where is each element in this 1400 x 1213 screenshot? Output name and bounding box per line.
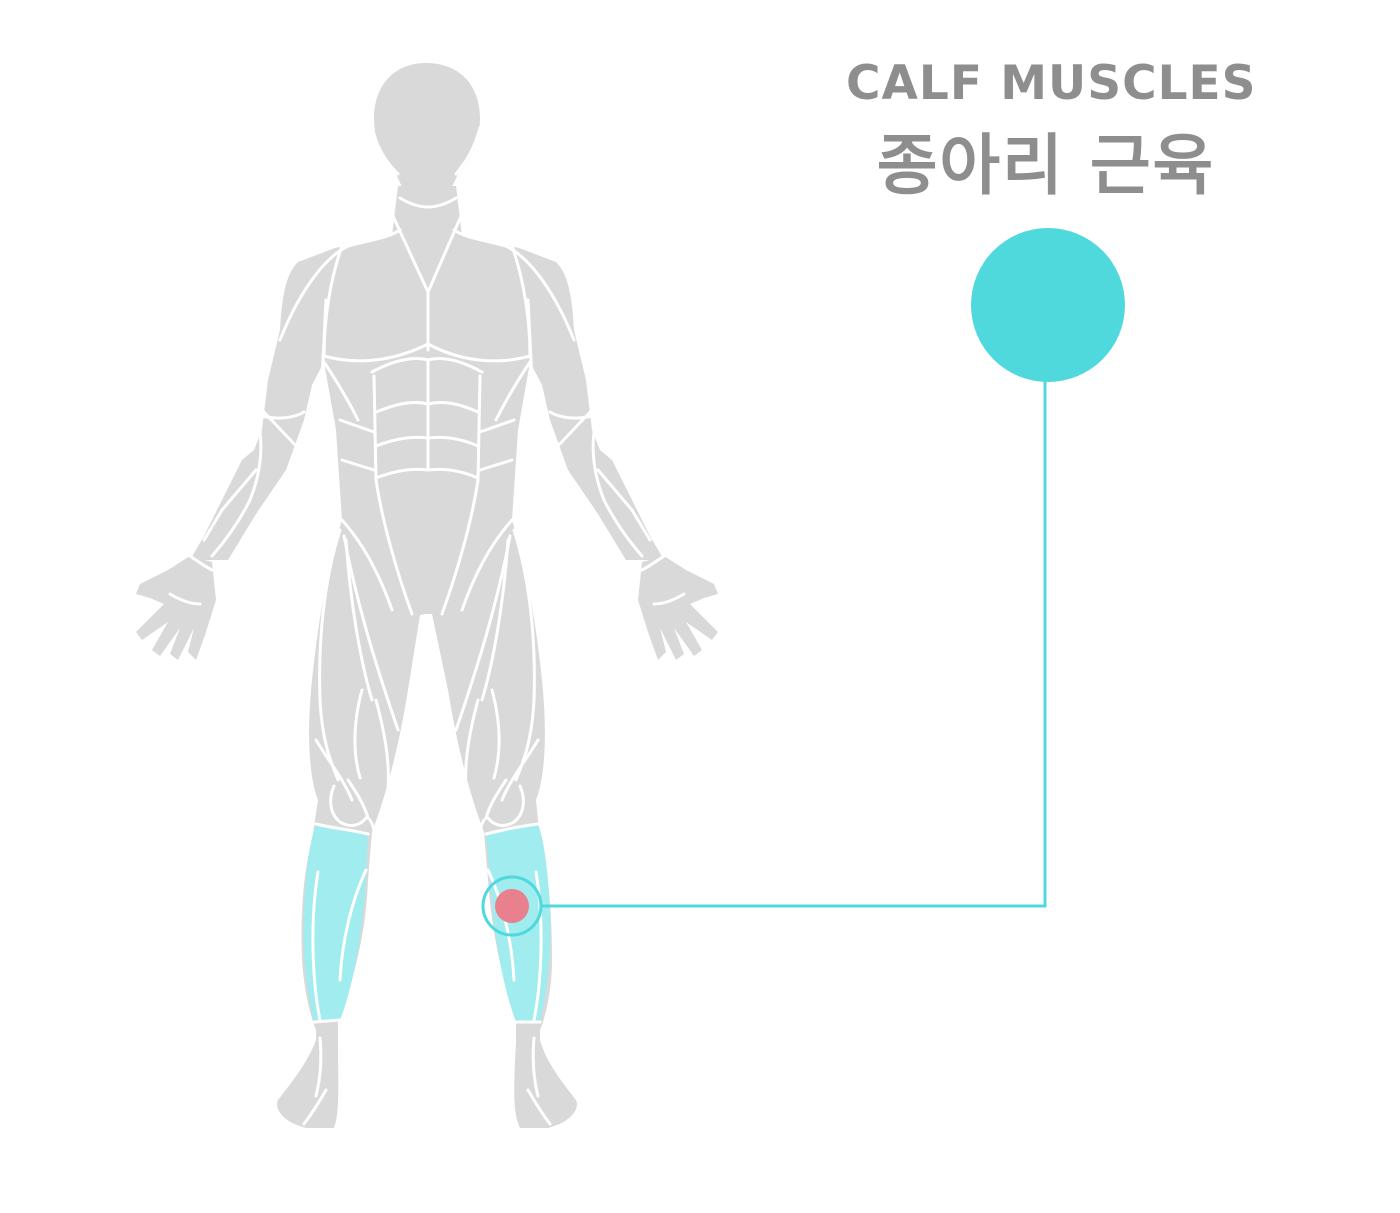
- label-korean: 종아리 근육: [876, 127, 1216, 204]
- body-silhouette: [136, 63, 718, 1128]
- label-english: CALF MUSCLES: [846, 56, 1257, 111]
- head: [374, 63, 480, 187]
- right-hand: [638, 556, 718, 660]
- left-calf-highlight: [303, 824, 368, 1022]
- target-marker: [495, 889, 529, 923]
- callout-circle: [971, 228, 1125, 382]
- muscle-lines: [168, 126, 686, 1126]
- callout-line: [541, 380, 1047, 908]
- target-ring: [481, 875, 543, 937]
- callout: [481, 228, 1125, 937]
- calf-highlight: [303, 824, 551, 1022]
- left-hand: [136, 556, 216, 660]
- right-calf-highlight: [486, 824, 551, 1022]
